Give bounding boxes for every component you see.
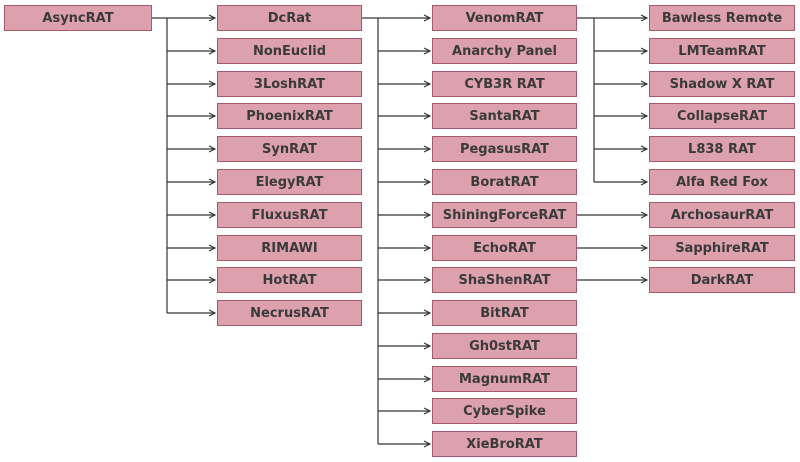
node-echorat: EchoRAT bbox=[432, 235, 577, 261]
node-xiebrorat: XieBroRAT bbox=[432, 431, 577, 457]
node-phoenixrat: PhoenixRAT bbox=[217, 103, 362, 129]
node-l838-rat: L838 RAT bbox=[649, 136, 795, 162]
node-noneuclid: NonEuclid bbox=[217, 38, 362, 64]
node-shashenrat: ShaShenRAT bbox=[432, 267, 577, 293]
node-shiningforcerat: ShiningForceRAT bbox=[432, 202, 577, 228]
node-necrusrat: NecrusRAT bbox=[217, 300, 362, 326]
node-magnumrat: MagnumRAT bbox=[432, 366, 577, 392]
node-rimawi: RIMAWI bbox=[217, 235, 362, 261]
node-asyncrat: AsyncRAT bbox=[4, 5, 152, 31]
node-cyberspike: CyberSpike bbox=[432, 398, 577, 424]
node-gh0strat: Gh0stRAT bbox=[432, 333, 577, 359]
node-collapserat: CollapseRAT bbox=[649, 103, 795, 129]
node-cyb3r-rat: CYB3R RAT bbox=[432, 71, 577, 97]
node-fluxusrat: FluxusRAT bbox=[217, 202, 362, 228]
node-anarchy-panel: Anarchy Panel bbox=[432, 38, 577, 64]
node-hotrat: HotRAT bbox=[217, 267, 362, 293]
node-pegasusrat: PegasusRAT bbox=[432, 136, 577, 162]
node-elegyrat: ElegyRAT bbox=[217, 169, 362, 195]
node-lmteamrat: LMTeamRAT bbox=[649, 38, 795, 64]
node-shadow-x-rat: Shadow X RAT bbox=[649, 71, 795, 97]
node-dcrat: DcRat bbox=[217, 5, 362, 31]
node-bitrat: BitRAT bbox=[432, 300, 577, 326]
node-santarat: SantaRAT bbox=[432, 103, 577, 129]
node-venomrat: VenomRAT bbox=[432, 5, 577, 31]
node-bawless-remote: Bawless Remote bbox=[649, 5, 795, 31]
node-archosaurrat: ArchosaurRAT bbox=[649, 202, 795, 228]
node-boratrat: BoratRAT bbox=[432, 169, 577, 195]
node-3loshrat: 3LoshRAT bbox=[217, 71, 362, 97]
node-synrat: SynRAT bbox=[217, 136, 362, 162]
node-sapphirerat: SapphireRAT bbox=[649, 235, 795, 261]
node-darkrat: DarkRAT bbox=[649, 267, 795, 293]
node-alfa-red-fox: Alfa Red Fox bbox=[649, 169, 795, 195]
